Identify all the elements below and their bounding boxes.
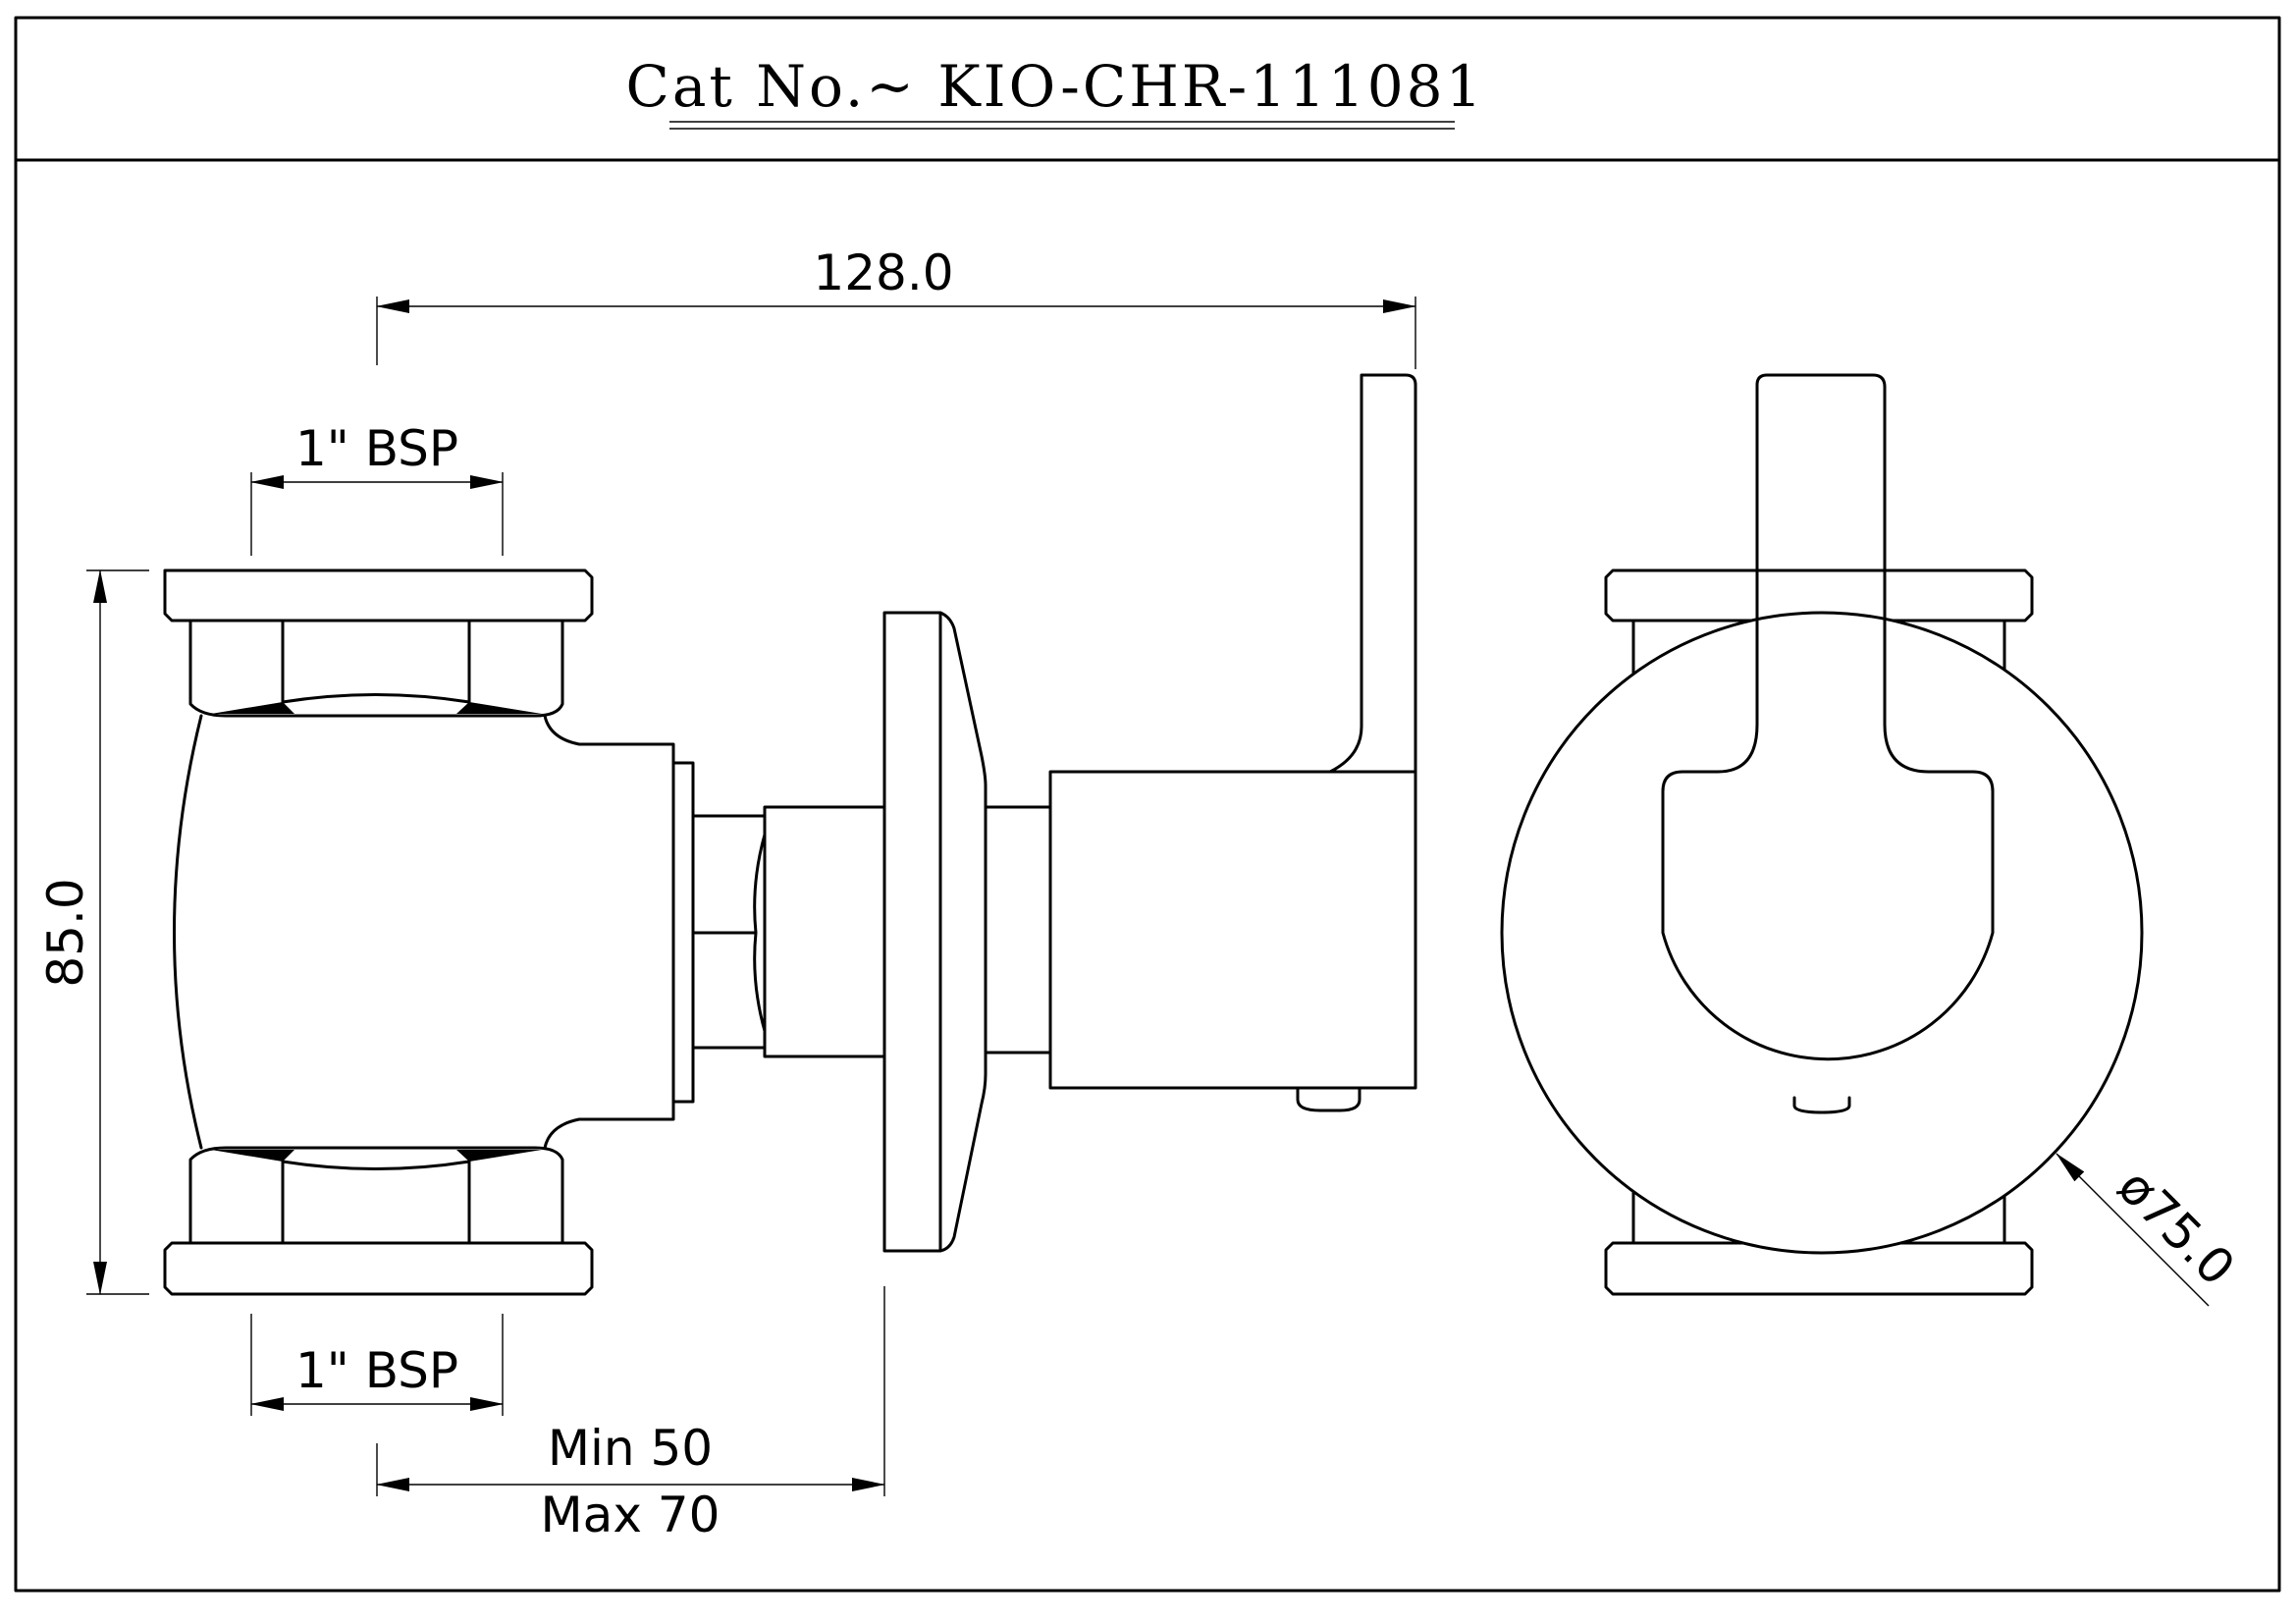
bottom-hex-shade-right: [456, 1150, 542, 1162]
bottom-hex-nut: [188, 1146, 564, 1245]
stem: [984, 805, 1052, 1055]
bottom-flange: [163, 1241, 594, 1296]
body-collar: [671, 761, 695, 1104]
front-bottom-flange: [1604, 1241, 2034, 1296]
dim-overall-length: 128.0: [813, 244, 953, 301]
wall-plate-cone: [938, 611, 988, 1253]
top-hex-nut: [188, 619, 564, 718]
front-grub-screw: [1792, 1096, 1851, 1114]
handle-body: [1048, 770, 1417, 1090]
side-view: [163, 373, 1417, 1296]
dimension-bsp-bottom: 1" BSP: [250, 1314, 504, 1416]
bottom-hex-arc: [281, 1160, 471, 1170]
dim-wall-max: Max 70: [541, 1487, 721, 1543]
dimension-wall-depth: Min 50 Max 70: [376, 1286, 885, 1543]
dimension-85: 85.0: [37, 569, 149, 1295]
front-top-flange: [1604, 568, 2034, 622]
cover-plate-circle: [1500, 611, 2144, 1255]
dim-height: 85.0: [37, 878, 94, 987]
front-handle: [1661, 373, 1995, 1061]
dimension-bsp-top: 1" BSP: [250, 420, 504, 556]
grub-screw: [1296, 1086, 1362, 1112]
top-hex-arc: [281, 693, 471, 704]
top-flange: [163, 568, 594, 622]
top-hex-shade-left: [211, 702, 294, 714]
handle-lever: [1328, 373, 1417, 774]
dim-bsp-bottom: 1" BSP: [295, 1342, 458, 1399]
spindle-hex-edges: [691, 833, 767, 1033]
dim-wall-min: Min 50: [548, 1420, 713, 1477]
dim-bsp-top: 1" BSP: [295, 420, 458, 477]
wall-plate: [882, 611, 942, 1253]
spindle-sleeve: [763, 805, 886, 1058]
dim-diameter: ø75.0: [2107, 1158, 2245, 1296]
bottom-hex-shade-left: [211, 1150, 294, 1162]
catalog-number-title: Cat No.~ KIO-CHR-111081: [626, 53, 1485, 120]
drawing-border: [14, 16, 2281, 1593]
front-view: [1500, 373, 2144, 1296]
dimension-128: 128.0: [376, 244, 1416, 369]
dimension-diameter: ø75.0: [2056, 1153, 2246, 1307]
top-hex-shade-right: [456, 702, 542, 714]
valve-body: [173, 714, 675, 1150]
